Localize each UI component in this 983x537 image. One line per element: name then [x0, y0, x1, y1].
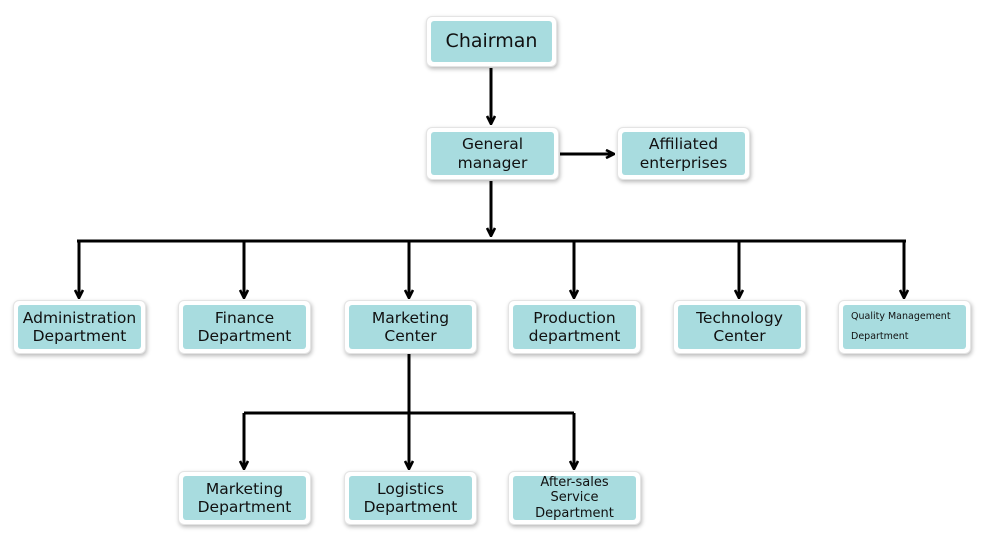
marketing-center-label: Marketing Center — [349, 305, 472, 349]
finance-department-label-line-2: Department — [197, 327, 292, 345]
after-sales-service-department-label-line-2: Service Department — [535, 490, 614, 520]
marketing-center-label-line-1: Marketing — [371, 308, 450, 327]
general-manager-box: General manager — [426, 127, 559, 180]
logistics-department-box: Logistics Department — [344, 471, 477, 525]
after-sales-service-department-label: After-sales Service Department — [513, 476, 636, 520]
marketing-department-label: Marketing Department — [183, 476, 306, 520]
general-manager-label-line-2: manager — [457, 153, 528, 172]
administration-department-label-line-2: Department — [32, 327, 127, 345]
marketing-department-label-line-1: Marketing — [205, 479, 284, 498]
marketing-department-label-line-2: Department — [197, 498, 292, 516]
general-manager-label: General manager — [431, 132, 554, 175]
technology-center-label-line-1: Technology — [696, 308, 783, 327]
quality-management-department-label-line-1: Quality Management — [851, 311, 951, 323]
administration-department-label-line-1: Administration — [22, 308, 137, 327]
finance-department-box: Finance Department — [178, 300, 311, 354]
affiliated-enterprises-label: Affiliated enterprises — [622, 132, 745, 175]
marketing-center-label-line-2: Center — [384, 327, 437, 345]
chairman-label-line-1: Chairman — [445, 30, 538, 53]
after-sales-service-department-label-line-1: After-sales — [540, 476, 609, 491]
technology-center-label-line-2: Center — [713, 327, 766, 345]
general-manager-label-line-1: General — [461, 135, 524, 154]
technology-center-box: Technology Center — [673, 300, 806, 354]
finance-department-label: Finance Department — [183, 305, 306, 349]
administration-department-label: Administration Department — [18, 305, 141, 349]
finance-department-label-line-1: Finance — [214, 308, 275, 327]
technology-center-label: Technology Center — [678, 305, 801, 349]
chairman-label: Chairman — [431, 21, 552, 62]
affiliated-enterprises-label-line-1: Affiliated — [648, 135, 719, 154]
marketing-department-box: Marketing Department — [178, 471, 311, 525]
quality-management-department-label-line-2: Department — [851, 331, 909, 342]
production-department-label: Production department — [513, 305, 636, 349]
after-sales-service-department-box: After-sales Service Department — [508, 471, 641, 525]
chairman-box: Chairman — [426, 16, 557, 67]
affiliated-enterprises-box: Affiliated enterprises — [617, 127, 750, 180]
logistics-department-label: Logistics Department — [349, 476, 472, 520]
production-department-box: Production department — [508, 300, 641, 354]
quality-management-department-box: Quality Management Department — [838, 300, 971, 354]
logistics-department-label-line-1: Logistics — [376, 479, 445, 498]
logistics-department-label-line-2: Department — [363, 498, 458, 516]
administration-department-box: Administration Department — [13, 300, 146, 354]
production-department-label-line-1: Production — [533, 308, 616, 327]
production-department-label-line-2: department — [528, 327, 621, 345]
affiliated-enterprises-label-line-2: enterprises — [639, 153, 728, 172]
marketing-center-box: Marketing Center — [344, 300, 477, 354]
quality-management-department-label: Quality Management Department — [843, 305, 966, 349]
